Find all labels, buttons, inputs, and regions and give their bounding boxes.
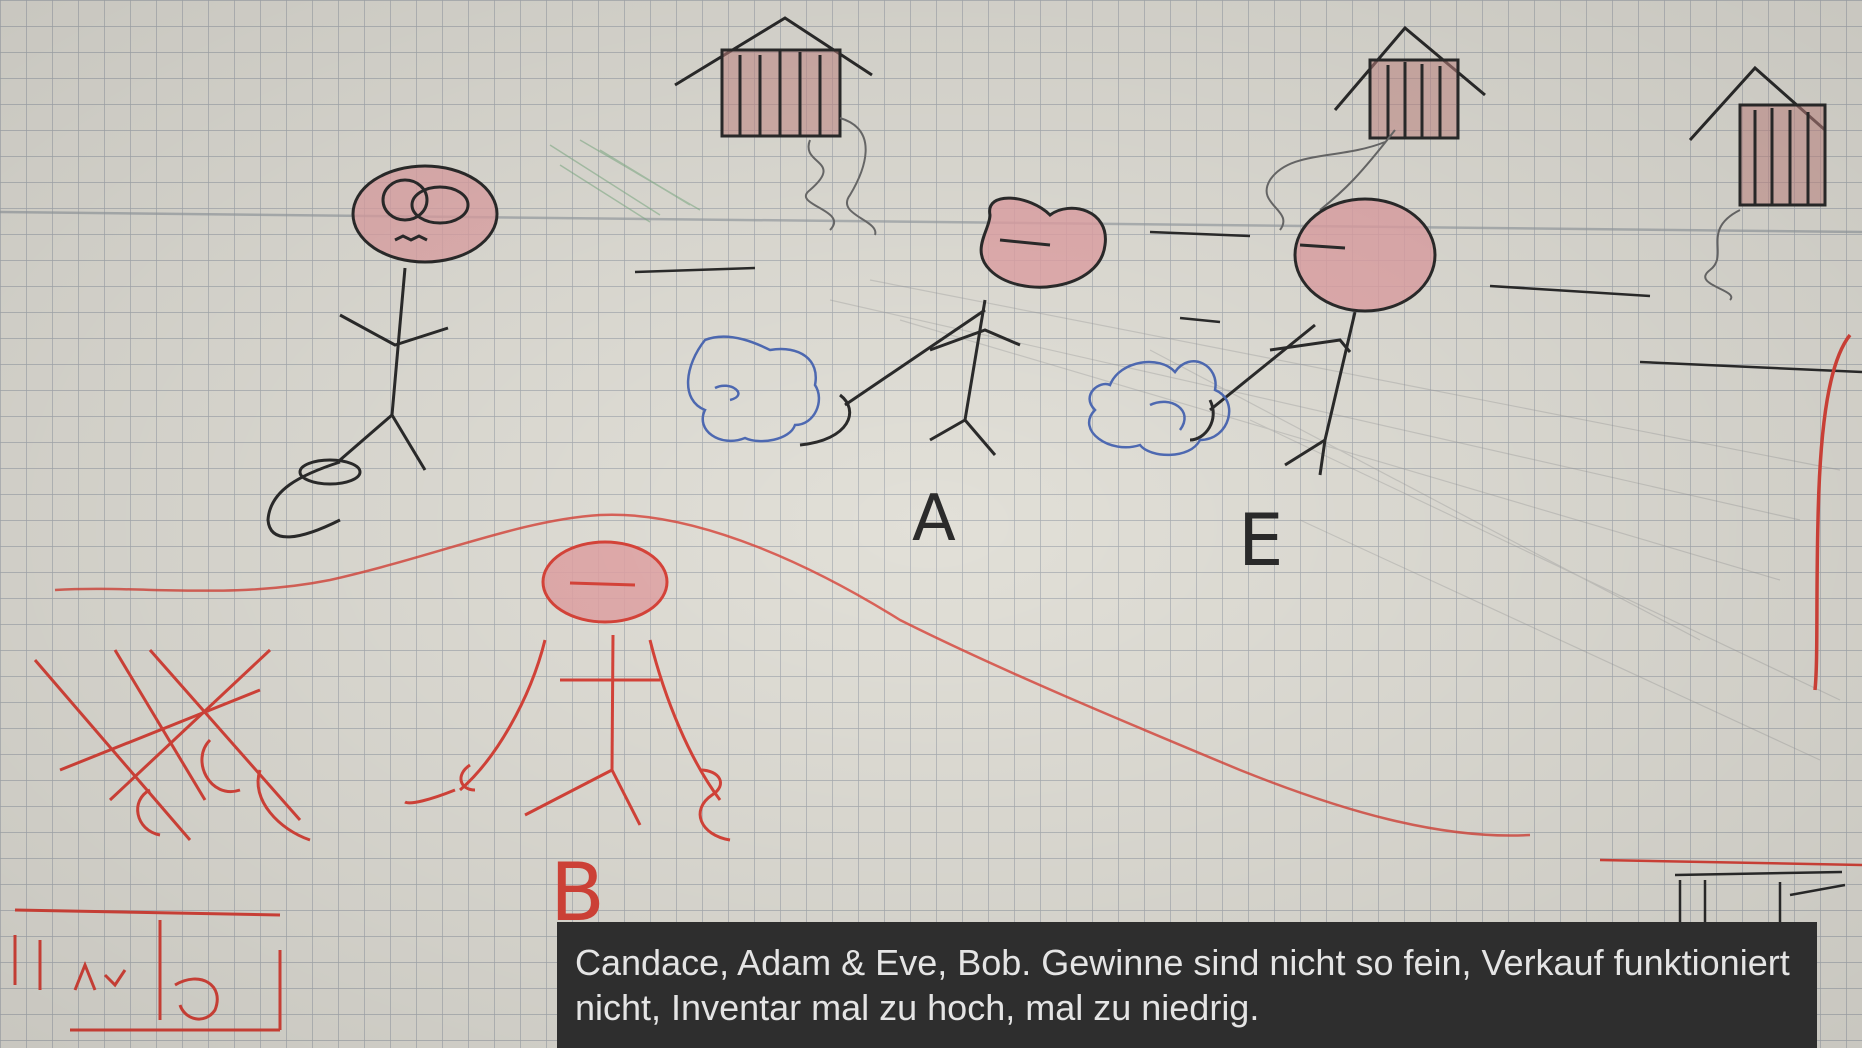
caption-box: Candace, Adam & Eve, Bob. Gewinne sind n… [557, 922, 1817, 1048]
caption-text: Candace, Adam & Eve, Bob. Gewinne sind n… [575, 942, 1790, 1028]
